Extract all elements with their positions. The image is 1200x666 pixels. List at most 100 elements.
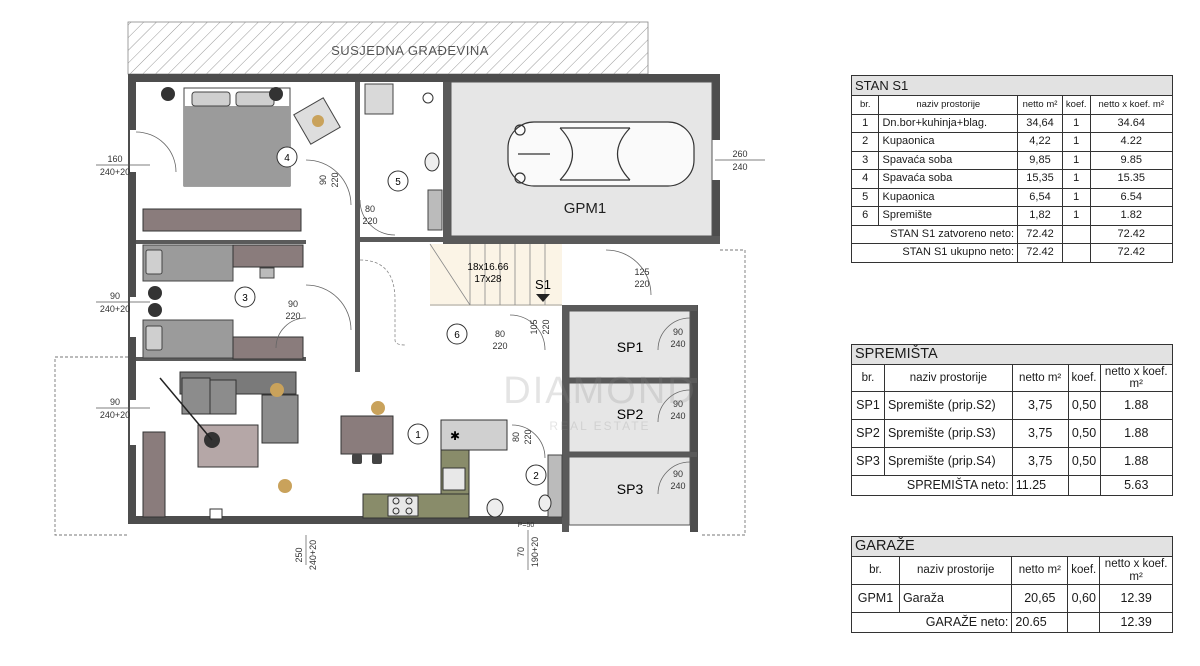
svg-text:125: 125 [634, 267, 649, 277]
stan-header-netto-koef: netto x koef. m² [1089, 95, 1174, 115]
watermark: DIAMOND REAL ESTATE [503, 370, 696, 433]
stan-header-br: br. [850, 95, 880, 115]
svg-text:240+20: 240+20 [100, 410, 130, 420]
spremista-total-row: SPREMIŠTA neto: 11.25 5.63 [851, 475, 1173, 496]
svg-text:240+20: 240+20 [308, 540, 318, 570]
stair-dimension-2: 17x28 [474, 274, 502, 285]
garaze-total-row: GARAŽE neto: 20.65 12.39 [850, 612, 1173, 633]
stan-s1-table: STAN S1 br. naziv prostorije netto m² ko… [850, 75, 1174, 263]
garage-label: GPM1 [564, 200, 607, 217]
table-row: 6 Spremište 1,82 1 1.82 [850, 206, 1174, 226]
table-row: GPM1 Garaža 20,65 0,60 12.39 [851, 584, 1173, 613]
table-row: SP3 Spremište (prip.S4) 3,75 0,50 1.88 [851, 447, 1173, 476]
svg-text:220: 220 [362, 216, 377, 226]
dimension-labels: 160 240+20 90 240+20 90 240+20 260 240 2… [96, 149, 765, 570]
svg-text:DIAMOND: DIAMOND [503, 370, 696, 412]
svg-text:240+20: 240+20 [100, 304, 130, 314]
garaze-header-netto-koef: netto x koef. m² [1099, 556, 1173, 585]
garaze-table: GARAŽE br. naziv prostorije netto m² koe… [850, 536, 1173, 633]
svg-text:240+20: 240+20 [100, 167, 130, 177]
svg-text:90: 90 [318, 175, 328, 185]
table-row: 3 Spavaća soba 9,85 1 9.85 [850, 150, 1174, 170]
room-number-5: 5 [395, 177, 401, 188]
svg-text:✱: ✱ [450, 429, 460, 443]
table-row: 4 Spavaća soba 15,35 1 15.35 [850, 169, 1174, 189]
svg-text:260: 260 [732, 149, 747, 159]
svg-text:240: 240 [670, 339, 685, 349]
svg-text:240: 240 [670, 481, 685, 491]
stan-header-netto: netto m² [1017, 95, 1063, 115]
spremista-header-br: br. [851, 364, 885, 392]
stan-title: STAN S1 [851, 75, 1173, 96]
room-3-bedroom: 3 [142, 244, 304, 360]
room-number-4: 4 [284, 153, 290, 164]
table-row: 2 Kupaonica 4,22 1 4.22 [850, 132, 1174, 152]
floor-plan: SUSJEDNA GRAĐEVINA [54, 21, 765, 570]
svg-text:90: 90 [110, 397, 120, 407]
svg-text:90: 90 [288, 299, 298, 309]
stan-total-closed-row: STAN S1 zatvoreno neto: 72.42 72.42 [850, 224, 1174, 244]
table-row: 5 Kupaonica 6,54 1 6.54 [850, 187, 1174, 207]
svg-text:90: 90 [673, 469, 683, 479]
svg-text:80: 80 [495, 329, 505, 339]
room-6-stairs: 18x16.66 17x28 S1 6 [359, 243, 562, 346]
spremista-header-netto: netto m² [1011, 364, 1069, 392]
car-icon [507, 121, 695, 187]
neighbor-building: SUSJEDNA GRAĐEVINA [127, 21, 649, 75]
garage-gpm1: GPM1 [450, 81, 713, 237]
neighbor-label: SUSJEDNA GRAĐEVINA [331, 43, 489, 58]
room-2-bathroom: 2 [486, 454, 563, 518]
room-number-6: 6 [454, 330, 460, 341]
svg-text:90: 90 [673, 399, 683, 409]
room-4-bedroom: 4 [142, 87, 341, 232]
room-1-living: 1 ✱ [142, 371, 508, 520]
door-arcs [135, 131, 691, 495]
room-number-2: 2 [533, 471, 539, 482]
spremista-header-netto-koef: netto x koef. m² [1099, 364, 1173, 392]
room-number-3: 3 [242, 293, 248, 304]
svg-text:220: 220 [492, 341, 507, 351]
garaze-header-br: br. [851, 556, 900, 585]
svg-text:70: 70 [516, 547, 526, 557]
stan-header-name: naziv prostorije [878, 95, 1019, 115]
svg-text:250: 250 [294, 547, 304, 562]
terrace-outlines [54, 249, 746, 536]
table-row: SP1 Spremište (prip.S2) 3,75 0,50 1.88 [851, 391, 1173, 420]
svg-text:80: 80 [365, 204, 375, 214]
svg-text:90: 90 [110, 291, 120, 301]
svg-text:240: 240 [732, 162, 747, 172]
storage-label-sp2: SP2 [617, 406, 644, 422]
stan-header-koef: koef. [1061, 95, 1091, 115]
spremista-table: SPREMIŠTA br. naziv prostorije netto m² … [851, 344, 1173, 496]
storage-label-sp1: SP1 [617, 339, 644, 355]
svg-text:P=50: P=50 [518, 522, 535, 529]
spremista-title: SPREMIŠTA [851, 344, 1173, 365]
garaze-header-koef: koef. [1067, 556, 1101, 585]
svg-text:240: 240 [670, 411, 685, 421]
spremista-header-name: naziv prostorije [883, 364, 1013, 392]
stair-dimension-1: 18x16.66 [467, 262, 509, 273]
garaze-header-netto: netto m² [1011, 556, 1069, 585]
svg-text:220: 220 [285, 311, 300, 321]
staircase-label: S1 [535, 277, 551, 292]
garaze-title: GARAŽE [851, 536, 1173, 557]
stan-total-row: STAN S1 ukupno neto: 72.42 72.42 [850, 243, 1174, 263]
svg-text:220: 220 [634, 279, 649, 289]
stair-arrow-icon [536, 294, 550, 302]
svg-text:220: 220 [523, 429, 533, 444]
svg-text:80: 80 [511, 432, 521, 442]
room-5-bathroom: 5 [364, 83, 443, 231]
storage-label-sp3: SP3 [617, 481, 644, 497]
room-number-1: 1 [415, 430, 421, 441]
svg-text:90: 90 [673, 327, 683, 337]
garaze-header-name: naziv prostorije [898, 556, 1013, 585]
table-row: SP2 Spremište (prip.S3) 3,75 0,50 1.88 [851, 419, 1173, 448]
svg-text:220: 220 [541, 319, 551, 334]
spremista-header-koef: koef. [1067, 364, 1101, 392]
svg-text:190+20: 190+20 [530, 537, 540, 567]
svg-text:105: 105 [529, 319, 539, 334]
storage-rooms: SP1 SP2 SP3 [568, 310, 691, 526]
svg-text:REAL ESTATE: REAL ESTATE [549, 419, 650, 433]
svg-text:160: 160 [107, 154, 122, 164]
svg-text:220: 220 [330, 172, 340, 187]
